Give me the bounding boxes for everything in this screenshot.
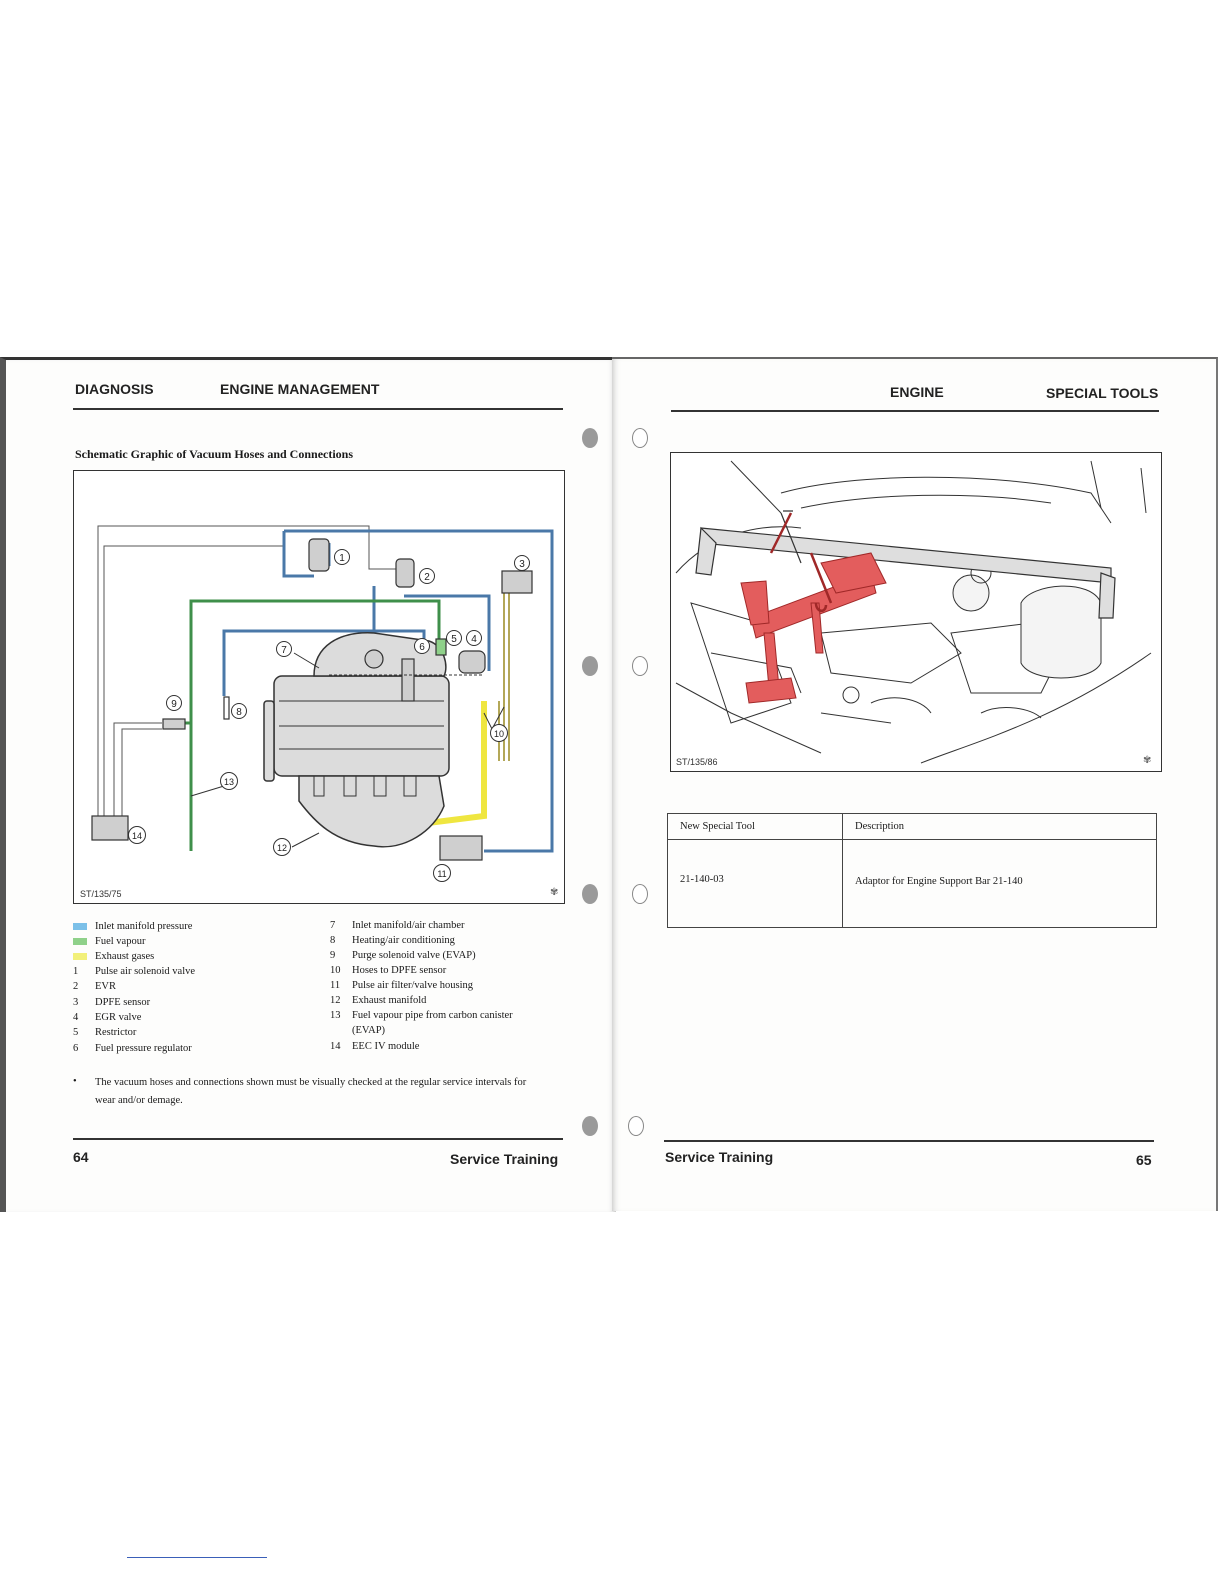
left-figure-code: ST/135/75	[80, 889, 122, 899]
callout-10: 10	[490, 724, 508, 742]
legend-color-exhaust: Exhaust gases	[73, 950, 154, 964]
callout-12: 12	[273, 838, 291, 856]
left-page-number: 64	[73, 1149, 89, 1165]
callout-6: 6	[414, 638, 430, 654]
legend-color-inlet: Inlet manifold pressure	[73, 920, 192, 934]
legend-color-fuel-vapour: Fuel vapour	[73, 935, 145, 949]
svg-text:12: 12	[277, 843, 287, 853]
left-section-title: DIAGNOSIS	[75, 381, 154, 397]
green-swatch-icon	[73, 938, 87, 945]
callout-4: 4	[466, 630, 482, 646]
table-header-tool: New Special Tool	[667, 813, 843, 840]
svg-text:5: 5	[451, 634, 457, 645]
binder-hole-icon	[632, 428, 648, 448]
svg-text:4: 4	[471, 634, 477, 645]
svg-text:13: 13	[224, 777, 234, 787]
svg-text:10: 10	[494, 729, 504, 739]
svg-text:8: 8	[236, 707, 242, 718]
right-footer-rule	[664, 1140, 1154, 1142]
table-header-row: New Special Tool Description	[667, 813, 1157, 840]
callout-9: 9	[166, 695, 182, 711]
callout-2: 2	[419, 568, 435, 584]
bullet-text: The vacuum hoses and connections shown m…	[95, 1077, 527, 1088]
binder-hole-icon	[628, 1116, 644, 1136]
engine-support-tool-illustration: ✾ ST/135/86	[670, 452, 1162, 772]
callout-8: 8	[231, 703, 247, 719]
binder-hole-icon	[582, 1116, 598, 1136]
table-cell-description: Adaptor for Engine Support Bar 21-140	[842, 839, 1157, 928]
special-tools-table: New Special Tool Description 21-140-03 A…	[667, 813, 1157, 928]
callout-11: 11	[433, 864, 451, 882]
right-footer-title: Service Training	[665, 1149, 774, 1165]
engine-bay-drawing: ✾	[675, 460, 1151, 766]
right-page-number: 65	[1136, 1152, 1152, 1168]
left-footer-title: Service Training	[450, 1151, 559, 1167]
svg-text:2: 2	[424, 572, 430, 583]
schematic-diagram: 1 2 3 4 5 6 7 8 9 10 11 12 13 14 ✾	[91, 525, 558, 898]
svg-text:7: 7	[281, 645, 287, 656]
table-cell-tool-number: 21-140-03	[667, 839, 843, 928]
left-footer-rule	[73, 1138, 563, 1140]
right-chapter-title: ENGINE	[890, 384, 944, 400]
svg-text:9: 9	[171, 699, 177, 710]
left-chapter-title: ENGINE MANAGEMENT	[220, 381, 380, 397]
left-header-rule	[73, 408, 563, 410]
logo-icon: ✾	[1143, 755, 1151, 766]
binder-hole-icon	[582, 884, 598, 904]
callout-3: 3	[514, 555, 530, 571]
right-section-title: SPECIAL TOOLS	[1046, 385, 1159, 401]
right-figure-code: ST/135/86	[676, 757, 718, 767]
bullet-icon: •	[73, 1076, 77, 1087]
right-header-rule	[671, 410, 1159, 412]
legend-item-13-cont: (EVAP)	[352, 1025, 386, 1036]
binder-hole-icon	[632, 884, 648, 904]
svg-text:14: 14	[132, 831, 142, 841]
binder-hole-icon	[582, 656, 598, 676]
binder-hole-icon	[632, 656, 648, 676]
callout-14: 14	[128, 826, 146, 844]
callout-5: 5	[446, 630, 462, 646]
svg-text:6: 6	[419, 642, 425, 653]
blue-swatch-icon	[73, 923, 87, 930]
svg-text:1: 1	[339, 553, 345, 564]
vacuum-hose-schematic: 1 2 3 4 5 6 7 8 9 10 11 12 13 14 ✾ ST/13…	[73, 470, 565, 904]
callout-7: 7	[276, 641, 292, 657]
figure-title: Schematic Graphic of Vacuum Hoses and Co…	[75, 447, 354, 461]
table-header-description: Description	[842, 813, 1157, 840]
callout-1: 1	[334, 549, 350, 565]
logo-icon: ✾	[550, 887, 558, 898]
bullet-text-cont: wear and/or demage.	[95, 1095, 183, 1106]
svg-text:3: 3	[519, 559, 525, 570]
yellow-swatch-icon	[73, 953, 87, 960]
svg-text:11: 11	[437, 869, 446, 879]
table-row: 21-140-03 Adaptor for Engine Support Bar…	[667, 839, 1157, 928]
stray-line	[127, 1557, 267, 1558]
callout-13: 13	[220, 772, 238, 790]
binder-hole-icon	[582, 428, 598, 448]
